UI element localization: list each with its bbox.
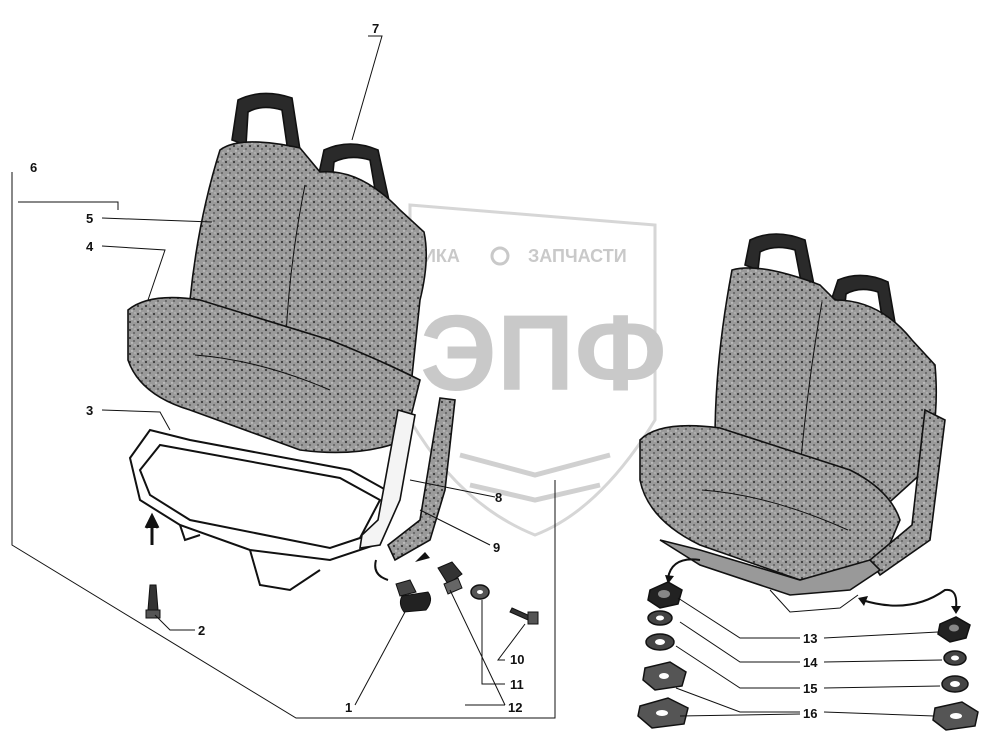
- screw-2: [145, 584, 161, 619]
- nut-12: [437, 561, 463, 595]
- right-seat-side-panel: [868, 408, 946, 577]
- callout-16: 16: [803, 706, 817, 721]
- callout-13: 13: [803, 631, 817, 646]
- up-arrow-icon: [144, 512, 160, 545]
- callout-6: 6: [30, 160, 37, 175]
- right-seat-base: [659, 539, 882, 596]
- gear-icon: [490, 246, 510, 266]
- bolt-1: [395, 579, 432, 613]
- callout-14: 14: [803, 655, 818, 670]
- watermark: НИКА ЗАПЧАСТИ ЭПФ: [408, 203, 667, 537]
- left-seat-side-bracket-9: [387, 397, 456, 562]
- left-seat-side-bracket-8: [359, 408, 416, 549]
- watermark-right-word: ЗАПЧАСТИ: [528, 246, 627, 266]
- callout-10: 10: [510, 652, 524, 667]
- callout-11: 11: [510, 677, 524, 692]
- left-arrow-icon: [415, 552, 430, 562]
- callout-9: 9: [493, 540, 500, 555]
- callout-15: 15: [803, 681, 817, 696]
- curved-arrow-right-icon: [861, 588, 958, 609]
- curved-arrow-left-icon: [667, 558, 701, 579]
- callout-3: 3: [86, 403, 93, 418]
- callout-2: 2: [198, 623, 205, 638]
- curved-arrow-icon: [374, 559, 389, 581]
- callout-1: 1: [345, 700, 352, 715]
- callout-12: 12: [508, 700, 522, 715]
- callout-5: 5: [86, 211, 93, 226]
- callout-7: 7: [372, 21, 379, 36]
- right-seat-assembly: [637, 233, 979, 731]
- watermark-big-letters: ЭПФ: [420, 292, 667, 413]
- callout-4: 4: [86, 239, 94, 254]
- left-seat-assembly: [127, 92, 539, 625]
- screw-10: [509, 607, 539, 625]
- callout-8: 8: [495, 490, 502, 505]
- callout-labels: 7 6 5 4 3 8 9 2 10 11 1 12 13 14 15 16: [30, 21, 818, 721]
- leader-lines: [11, 35, 943, 719]
- left-seat-frame: [128, 428, 397, 592]
